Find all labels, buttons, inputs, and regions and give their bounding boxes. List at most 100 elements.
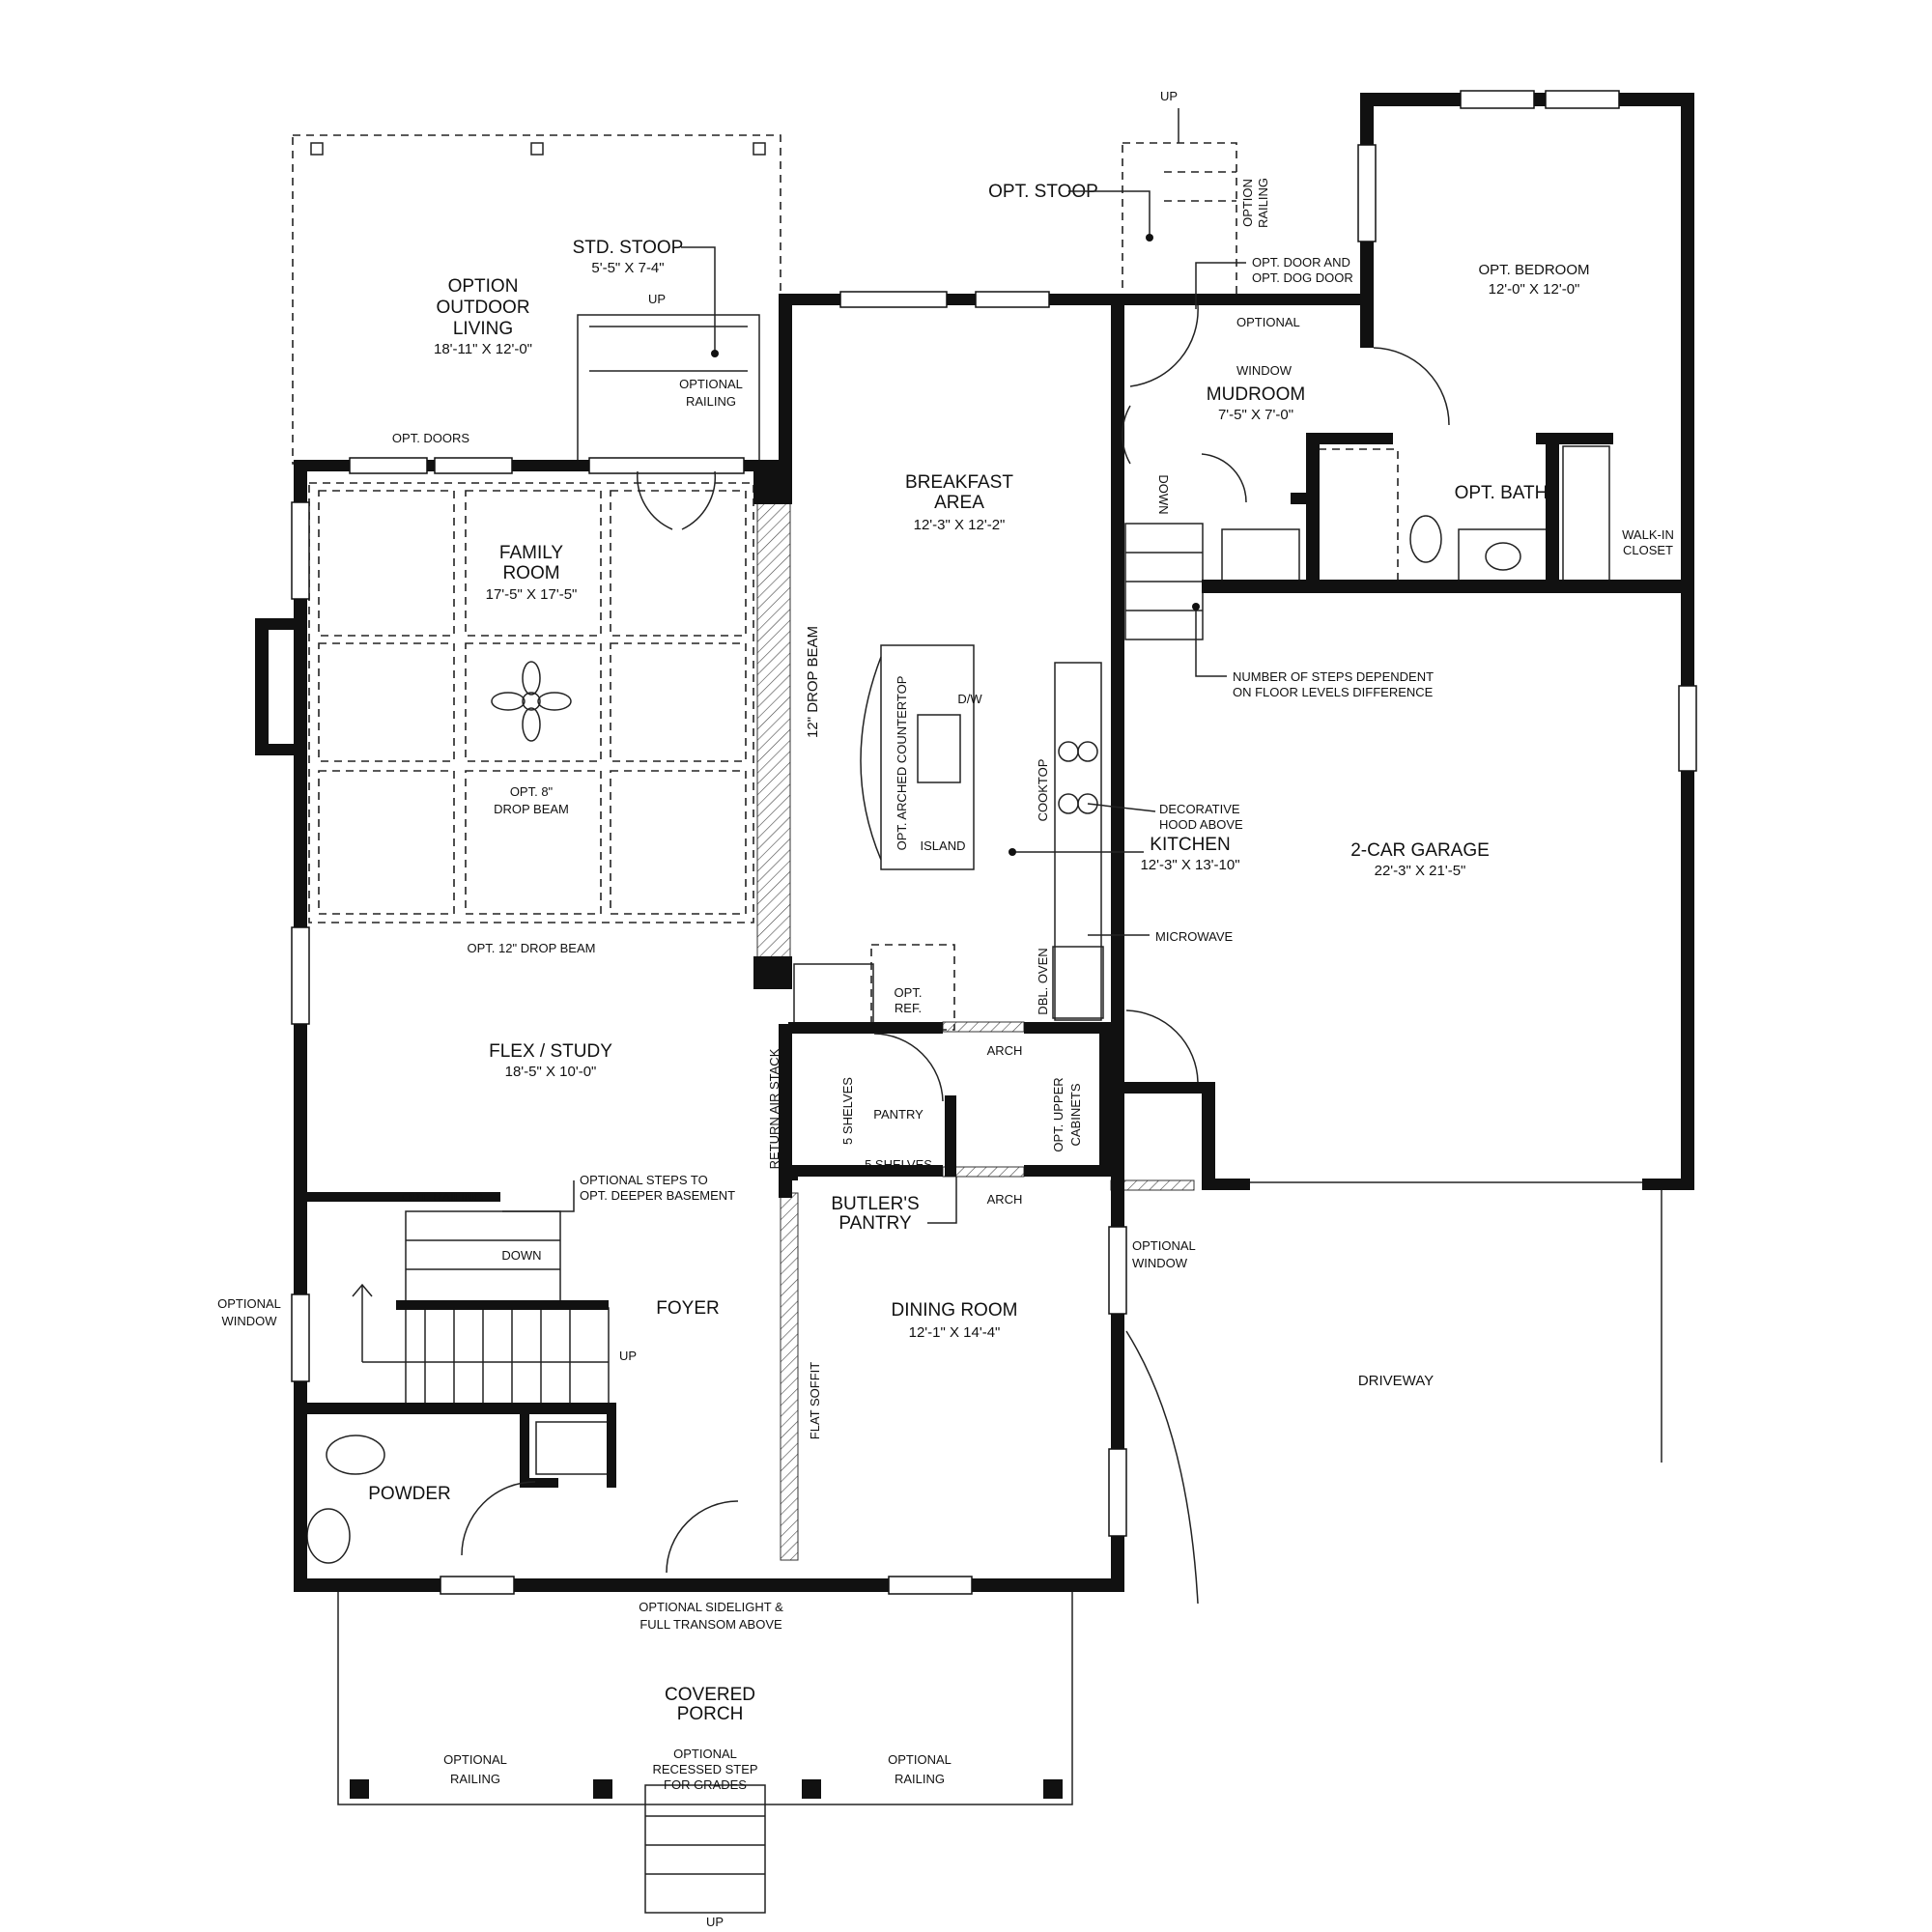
- arch-top-label: ARCH: [987, 1043, 1023, 1058]
- opt-refrigerator: [793, 963, 874, 1025]
- outdoor-living-label-2: OUTDOOR: [436, 298, 529, 318]
- porch-steps: [644, 1784, 766, 1914]
- five-shelves-h-label: 5 SHELVES: [865, 1157, 932, 1172]
- opt-doors-label: OPT. DOORS: [392, 431, 470, 445]
- bath-sink-icon: [1485, 542, 1521, 571]
- opt-12-beam-label: OPT. 12" DROP BEAM: [468, 941, 596, 955]
- post-marker: [530, 142, 544, 156]
- sidelight-2: FULL TRANSOM ABOVE: [639, 1617, 782, 1632]
- vanity: [1458, 528, 1552, 584]
- island-label: ISLAND: [921, 838, 966, 853]
- up-std-stoop: UP: [648, 292, 666, 306]
- family-room-label-1: FAMILY: [499, 543, 563, 563]
- up-porch-label: UP: [706, 1915, 724, 1929]
- porch-label-1: COVERED: [665, 1685, 755, 1705]
- bath-label: OPT. BATH: [1455, 483, 1548, 503]
- optional-window-left-1: OPTIONAL: [217, 1296, 281, 1311]
- bedroom-label: OPT. BEDROOM: [1478, 262, 1589, 278]
- powder-sink-icon: [306, 1508, 351, 1564]
- windows: [291, 90, 1697, 1595]
- kitchen-counter: [1054, 662, 1102, 1021]
- cooktop-label: COOKTOP: [1036, 759, 1050, 822]
- flex-label: FLEX / STUDY: [489, 1041, 612, 1062]
- opt-ref-1: OPT.: [895, 985, 923, 1000]
- recessed-step-1: OPTIONAL: [673, 1747, 737, 1761]
- optional-window-right-2: WINDOW: [1132, 1256, 1188, 1270]
- driveway-label: DRIVEWAY: [1358, 1373, 1434, 1389]
- mudroom-label: MUDROOM: [1207, 384, 1305, 405]
- opt-stoop-label: OPT. STOOP: [988, 182, 1098, 202]
- closet-label-2: CLOSET: [1623, 543, 1673, 557]
- post-marker: [753, 142, 766, 156]
- dining-label: DINING ROOM: [892, 1300, 1018, 1321]
- drop-beam-grid: [308, 482, 754, 923]
- opt-ref-2: REF.: [895, 1001, 922, 1015]
- opt-door-dog-2: OPT. DOG DOOR: [1252, 270, 1353, 285]
- foyer-label: FOYER: [656, 1298, 719, 1319]
- drop-beam-12-label: 12" DROP BEAM: [805, 626, 821, 738]
- cooktop-burner-icon: [1058, 741, 1079, 762]
- optional-railing-stoop-1: OPTIONAL: [679, 377, 743, 391]
- sink-icon: [917, 714, 961, 783]
- annotation-labels: UP OPT. STOOP OPTION RAILING OPT. DOOR A…: [217, 89, 1434, 1929]
- porch-label-2: PORCH: [677, 1704, 744, 1724]
- shower-icon: [1318, 448, 1399, 585]
- closet-label-1: WALK-IN: [1622, 527, 1674, 542]
- garage-label: 2-CAR GARAGE: [1350, 840, 1490, 861]
- breakfast-label-2: AREA: [934, 493, 984, 513]
- upper-cabinets-1: OPT. UPPER: [1051, 1077, 1065, 1151]
- recessed-step-2: RECESSED STEP: [652, 1762, 757, 1776]
- flat-soffit-hatch: [780, 1192, 799, 1561]
- arch-hatch: [942, 1021, 1025, 1033]
- cooktop-burner-icon: [1077, 741, 1098, 762]
- up-stoop-top: UP: [1160, 89, 1178, 103]
- bedroom-dim: 12'-0" X 12'-0": [1489, 281, 1580, 298]
- arch-bottom-label: ARCH: [987, 1192, 1023, 1207]
- upper-cabinets-2: CABINETS: [1068, 1083, 1083, 1146]
- pantry-label: PANTRY: [873, 1107, 923, 1122]
- five-shelves-v-label: 5 SHELVES: [840, 1077, 855, 1145]
- optional-window-right-1: OPTIONAL: [1132, 1238, 1196, 1253]
- arched-countertop-outline: [860, 656, 882, 861]
- dining-dim: 12'-1" X 14'-4": [909, 1324, 1001, 1341]
- coat-closet: [535, 1421, 614, 1475]
- opt-stoop-outline: [1122, 142, 1237, 298]
- cooktop-burner-icon: [1058, 793, 1079, 814]
- optional-railing-right-2: RAILING: [895, 1772, 945, 1786]
- mudroom-dim: 7'-5" X 7'-0": [1218, 407, 1293, 423]
- post-marker: [310, 142, 324, 156]
- down-mud-label: DOWN: [1156, 474, 1171, 514]
- option-railing-1: OPTION: [1240, 179, 1255, 227]
- opt-steps-basement-2: OPT. DEEPER BASEMENT: [580, 1188, 735, 1203]
- dw-label: D/W: [957, 692, 982, 706]
- outdoor-living-dim: 18'-11" X 12'-0": [434, 341, 532, 357]
- down-stair-label: DOWN: [501, 1248, 541, 1263]
- optional-window-top-1: OPTIONAL: [1236, 315, 1300, 329]
- room-labels: OPTION OUTDOOR LIVING 18'-11" X 12'-0" S…: [368, 238, 1674, 1724]
- arched-counter-label: OPT. ARCHED COUNTERTOP: [895, 676, 909, 851]
- porch-post: [1043, 1779, 1063, 1799]
- kitchen-label: KITCHEN: [1150, 835, 1230, 855]
- up-stair-label: UP: [619, 1349, 637, 1363]
- flex-dim: 18'-5" X 10'-0": [505, 1064, 597, 1080]
- driveway-edge: [1125, 1330, 1199, 1605]
- optional-outlines: [292, 108, 1662, 1914]
- porch-post: [350, 1779, 369, 1799]
- garage-dim: 22'-3" X 21'-5": [1375, 863, 1466, 879]
- drop-beam-hatch: [756, 492, 791, 959]
- optional-railing-left-2: RAILING: [450, 1772, 500, 1786]
- optional-window-left-2: WINDOW: [221, 1314, 277, 1328]
- closet-shelves: [1562, 445, 1610, 584]
- optional-window-top-2: WINDOW: [1236, 363, 1293, 378]
- hood-label-1: DECORATIVE: [1159, 802, 1240, 816]
- powder-toilet-icon: [326, 1435, 385, 1475]
- ceiling-fan-icon: [491, 661, 572, 742]
- opt-steps-basement-1: OPTIONAL STEPS TO: [580, 1173, 708, 1187]
- opt-railing-stair-label: OPT. RAILING: [402, 1190, 484, 1205]
- family-room-dim: 17'-5" X 17'-5": [486, 586, 578, 603]
- butlers-label-1: BUTLER'S: [831, 1194, 919, 1214]
- double-oven: [1052, 946, 1104, 1019]
- leader-lines: [502, 190, 1246, 1224]
- outdoor-living-label-1: OPTION: [448, 276, 519, 297]
